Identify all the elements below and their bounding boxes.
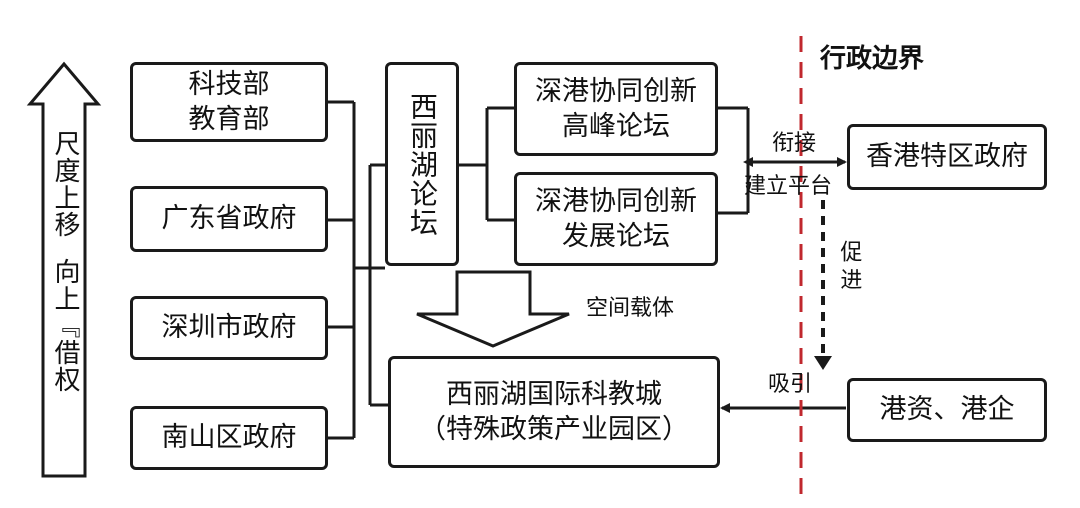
promote-label: 促进 xyxy=(836,240,862,296)
hk-gov-box: 香港特区政府 xyxy=(847,124,1047,190)
borrow-power-label: 向上『借权 xyxy=(50,258,80,393)
connect-label: 衔接 xyxy=(772,131,817,156)
scale-up-label: 尺度上移 xyxy=(50,130,80,238)
development-forum-box: 深港协同创新 发展论坛 xyxy=(514,172,718,266)
ministry-box: 科技部 教育部 xyxy=(130,62,328,142)
platform-label: 建立平台 xyxy=(744,174,833,199)
gov-bracket xyxy=(327,100,385,440)
shenzhen-gov-box: 深圳市政府 xyxy=(130,296,328,360)
space-carrier-arrow xyxy=(416,270,570,348)
scale-up-arrow xyxy=(26,61,102,478)
boundary-label: 行政边界 xyxy=(820,44,925,74)
space-carrier-label: 空间载体 xyxy=(586,296,675,321)
guangdong-gov-box: 广东省政府 xyxy=(130,186,328,252)
summit-forum-box: 深港协同创新 高峰论坛 xyxy=(514,62,718,156)
xili-lake-forum-box: 西丽湖论坛 xyxy=(385,62,459,266)
attract-label: 吸引 xyxy=(768,372,813,397)
forum-bracket xyxy=(458,106,514,222)
nanshan-gov-box: 南山区政府 xyxy=(130,406,328,470)
hk-capital-box: 港资、港企 xyxy=(847,378,1047,442)
science-education-city-box: 西丽湖国际科教城 （特殊政策产业园区） xyxy=(388,356,720,468)
city-bracket xyxy=(368,163,388,407)
